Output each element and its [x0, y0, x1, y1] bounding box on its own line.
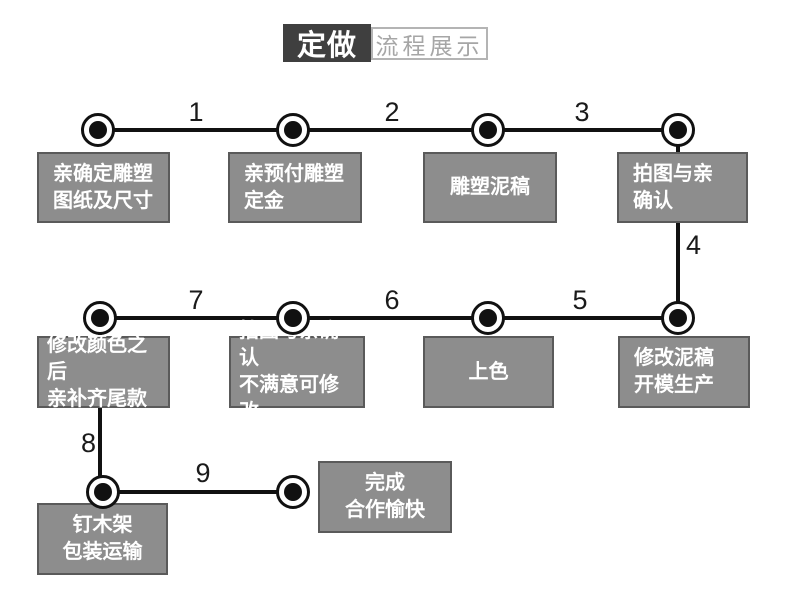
step-box-text: 修改颜色之后	[47, 333, 147, 383]
flow-node-step6	[471, 301, 505, 335]
connector-line-vertical-right	[676, 131, 680, 318]
step-box-text: 图纸及尺寸	[53, 189, 153, 212]
flow-node-step9	[86, 475, 120, 509]
edge-label-2: 2	[384, 97, 400, 127]
page-title-secondary: 流程展示	[371, 27, 488, 60]
step-box-revise-draft-mold: 修改泥稿 开模生产	[618, 336, 750, 408]
step-box-text: 亲补齐尾款	[47, 387, 147, 410]
step-box-text: 拍图与亲	[633, 162, 713, 185]
edge-label-3: 3	[574, 97, 590, 127]
step-box-text: 上色	[468, 360, 509, 383]
step-box-text: 修改泥稿	[634, 347, 714, 369]
step-box-coloring: 上色	[423, 336, 554, 408]
edge-label-8: 8	[80, 428, 96, 458]
connector-line-row2	[100, 316, 678, 320]
step-box-confirm-drawing-size: 亲确定雕塑 图纸及尺寸	[37, 152, 170, 223]
step-box-text: 定金	[244, 189, 284, 212]
step-box-photo-confirm-revise: 拍图与亲确认 不满意可修改	[229, 320, 365, 423]
flow-node-step10	[276, 475, 310, 509]
step-box-text: 钉木架	[72, 514, 133, 536]
edge-label-6: 6	[384, 285, 400, 315]
step-box-pay-deposit: 亲预付雕塑 定金	[228, 152, 362, 223]
step-box-text: 完成	[365, 472, 405, 494]
edge-label-7: 7	[188, 285, 204, 315]
step-box-text: 不满意可修改	[239, 374, 339, 423]
flow-node-step5	[661, 301, 695, 335]
flow-node-step3	[471, 113, 505, 147]
step-box-text: 包装运输	[62, 541, 143, 563]
step-box-final-payment: 修改颜色之后 亲补齐尾款	[37, 334, 170, 410]
step-box-text: 雕塑泥稿	[450, 176, 530, 198]
connector-line-row3	[103, 490, 293, 494]
connector-line-row1	[98, 128, 678, 132]
step-box-complete: 完成 合作愉快	[318, 461, 452, 533]
edge-label-5: 5	[572, 285, 588, 315]
step-box-text: 亲预付雕塑	[244, 162, 344, 185]
flow-node-step2	[276, 113, 310, 147]
step-box-text: 合作愉快	[345, 499, 425, 521]
step-box-text: 开模生产	[634, 374, 714, 396]
step-box-text: 确认	[633, 189, 673, 212]
edge-label-9: 9	[195, 458, 211, 488]
flow-node-step7	[276, 301, 310, 335]
flow-node-step1	[81, 113, 115, 147]
page-title-primary: 定做	[283, 24, 371, 62]
edge-label-1: 1	[188, 97, 204, 127]
step-box-photo-confirm: 拍图与亲 确认	[617, 152, 748, 223]
flow-node-step8	[83, 301, 117, 335]
flow-node-step4	[661, 113, 695, 147]
step-box-crate-packing-shipping: 钉木架 包装运输	[37, 503, 168, 575]
step-box-text: 亲确定雕塑	[53, 162, 153, 185]
step-box-clay-draft: 雕塑泥稿	[423, 152, 557, 223]
edge-label-4: 4	[686, 230, 702, 260]
